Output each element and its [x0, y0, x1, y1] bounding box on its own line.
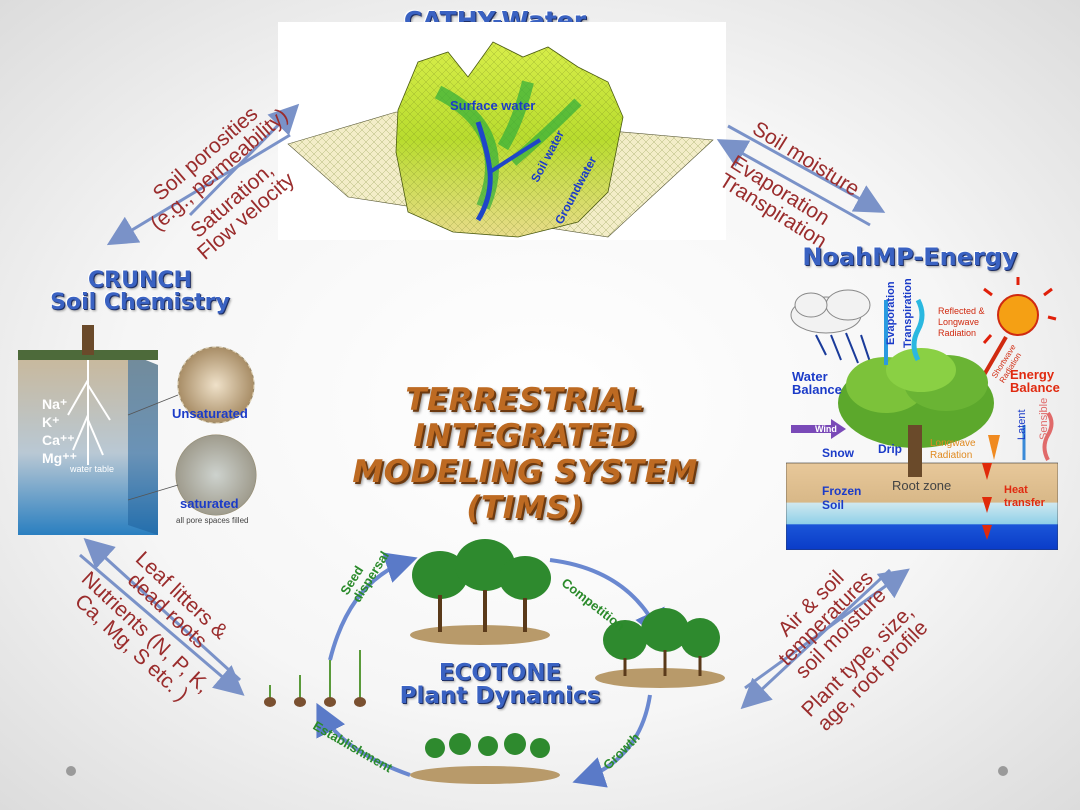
radiation-line: Radiation: [938, 328, 977, 338]
arrow-cathy-to-noah: [727, 124, 886, 213]
ecotone-cycle-figure: [240, 520, 760, 790]
ion-ca: Ca⁺⁺: [42, 432, 75, 448]
noah-title: NoahMP-Energy: [802, 243, 1018, 271]
longwave-line: Longwave: [938, 317, 980, 327]
cathy-terrain-figure: [278, 22, 726, 240]
energy-balance-line-1: Energy: [1010, 367, 1055, 382]
frozen-line-1: Frozen: [822, 484, 862, 498]
longwave-radiation-label: Longwave Radiation: [930, 438, 976, 462]
frozen-line-2: Soil: [822, 498, 845, 512]
ion-na: Na⁺: [42, 396, 68, 412]
center-title: TERRESTRIAL INTEGRATED MODELING SYSTEM (…: [300, 382, 750, 526]
longwave-radiation-line-1: Longwave: [930, 438, 976, 449]
ecotone-title-line-1: ECOTONE: [438, 660, 562, 686]
water-balance-line-1: Water: [792, 369, 828, 384]
heat-transfer-label: Heat transfer: [1004, 484, 1045, 510]
center-title-line-2: MODELING SYSTEM (TIMS): [352, 454, 698, 526]
ecotone-title: ECOTONE Plant Dynamics: [390, 662, 610, 708]
arrow-cathy-to-crunch: [106, 133, 291, 246]
crunch-soil-figure: [18, 325, 263, 540]
energy-balance-label: Energy Balance: [1010, 368, 1060, 394]
center-title-line-1: TERRESTRIAL INTEGRATED: [405, 382, 645, 454]
arrow-crunch-to-eco: [79, 553, 245, 696]
heat-line-1: Heat: [1004, 484, 1028, 496]
slide-dot-left: [66, 766, 76, 776]
water-table-label: water table: [70, 464, 115, 474]
crunch-title-line-1: CRUNCH: [88, 268, 192, 293]
arrow-eco-to-crunch: [83, 537, 242, 682]
ion-mg: Mg⁺⁺: [42, 450, 77, 466]
ion-list: Na⁺ K⁺ Ca⁺⁺ Mg⁺⁺: [42, 395, 77, 467]
all-pores-label: all pore spaces filled: [176, 516, 249, 525]
slide-dot-right: [998, 766, 1008, 776]
longwave-radiation-line-2: Radiation: [930, 450, 973, 461]
energy-balance-line-2: Balance: [1010, 380, 1060, 395]
root-zone-label: Root zone: [892, 478, 952, 493]
heat-line-2: transfer: [1004, 497, 1045, 509]
noah-energy-figure: [785, 275, 1059, 551]
reflected-line: Reflected &: [938, 306, 985, 316]
reflected-longwave-label: Reflected & Longwave Radiation: [938, 306, 985, 339]
water-balance-line-2: Balance: [792, 382, 842, 397]
wind-label: Wind: [815, 424, 837, 434]
unsaturated-label: Unsaturated: [172, 406, 248, 421]
drip-label: Drip: [878, 442, 902, 456]
arrow-noah-to-cathy: [716, 139, 871, 227]
ecotone-title-line-2: Plant Dynamics: [399, 683, 601, 709]
crunch-title: CRUNCH Soil Chemistry: [40, 270, 240, 314]
saturated-label: saturated: [180, 496, 239, 511]
arrow-crunch-to-cathy: [188, 103, 300, 217]
snow-label: Snow: [822, 446, 854, 460]
water-balance-label: Water Balance: [792, 370, 842, 396]
surface-water-label: Surface water: [450, 98, 536, 113]
crunch-title-line-2: Soil Chemistry: [50, 290, 230, 315]
frozen-soil-label: Frozen Soil: [822, 484, 861, 512]
arrow-noah-to-eco: [740, 568, 892, 710]
ion-k: K⁺: [42, 414, 60, 430]
